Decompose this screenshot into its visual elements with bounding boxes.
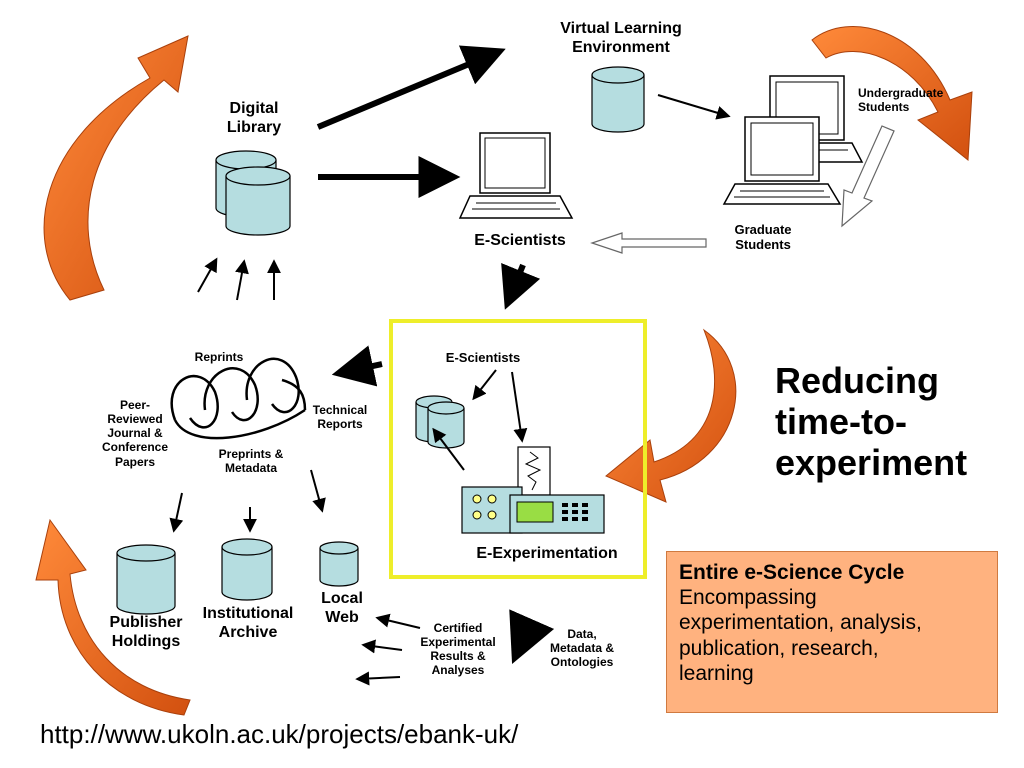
orange-curved-arrow-middle [605,328,737,503]
footer-url[interactable]: http://www.ukoln.ac.uk/projects/ebank-uk… [40,719,519,749]
undergraduate-label: Undergraduate Students [858,86,944,115]
graduate-label: Graduate Students [734,222,792,253]
flow-arrows [169,45,731,686]
arrow-escientists-to-db [472,369,497,401]
institutional-archive-database-icon [221,538,273,601]
e-science-cycle-callout: Entire e-Science Cycle Encompassing expe… [666,551,998,713]
graduate-computer-icon [722,116,842,205]
arrow-to-spiral [331,345,383,387]
digital-library-database-icon [215,150,291,236]
publisher-holdings-label: Publisher Holdings [109,614,183,650]
arrow-escientists-to-experiment [501,262,541,310]
digital-library-label: Digital Library [226,100,282,136]
arrow-to-localweb [310,469,326,513]
orange-curved-arrow-top-left [43,35,189,301]
vle-label: Virtual Learning Environment [560,20,682,56]
data-metadata-label: Data, Metadata & Ontologies [549,627,614,670]
lab-instrument-icon [461,446,605,534]
orange-curved-arrow-top-right [811,26,973,161]
technical-reports-label: Technical Reports [312,403,368,432]
publication-coil-icon [170,357,307,440]
e-scientists-box-label: E-Scientists [445,350,521,365]
e-experimentation-label: E-Experimentation [476,545,618,562]
arrow-certified-3 [355,671,401,686]
reprints-label: Reprints [194,350,244,364]
experimentation-highlight-box [389,319,647,579]
arrow-escientists-to-instrument [511,371,528,443]
headline: Reducing time-to- experiment [775,360,968,484]
institutional-archive-label: Institutional Archive [202,605,294,641]
callout-description: Encompassing experimentation, analysis, … [679,586,922,685]
callout-title: Entire e-Science Cycle [679,561,905,584]
grey-arrows [590,125,895,254]
arrow-graduates-to-escientists [590,232,707,254]
local-web-label: Local Web [321,590,363,626]
e-scientists-label: E-Scientists [474,232,566,249]
experiment-database-icon [415,395,465,449]
arrow-undergrad-to-graduate [841,125,895,228]
orange-cycle-arrows [35,26,973,716]
arrow-instrument-to-db [432,427,465,471]
arrow-library-to-vle [316,45,506,130]
arrow-up-1 [197,257,218,293]
arrow-certified-1 [375,613,421,629]
arrow-up-2 [235,259,249,301]
arrow-vle-to-students [657,94,731,120]
e-scientist-laptop-icon [458,132,574,219]
arrow-to-publisher [169,492,184,533]
publisher-holdings-database-icon [116,544,176,615]
preprints-label: Preprints & Metadata [218,447,284,476]
vle-database-icon [591,66,645,133]
arrow-data-metadata [509,609,555,664]
local-web-database-icon [319,541,359,587]
peer-reviewed-label: Peer- Reviewed Journal & Conference Pape… [101,398,169,469]
orange-curved-arrow-bottom-left [35,518,191,716]
certified-results-label: Certified Experimental Results & Analyse… [420,621,496,678]
arrow-certified-2 [361,639,403,654]
